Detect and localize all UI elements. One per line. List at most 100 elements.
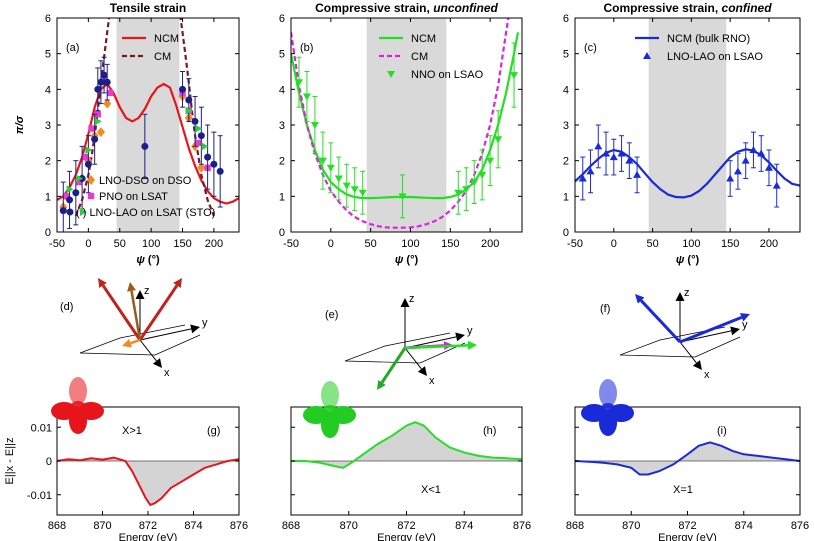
y-axis-head bbox=[190, 324, 200, 334]
z-axis-head bbox=[675, 292, 685, 301]
panel-title: Compressive strain, unconfined bbox=[315, 1, 498, 15]
data-point bbox=[141, 142, 149, 150]
x-axis-label-symbol: ψ bbox=[676, 254, 685, 266]
data-point bbox=[210, 160, 218, 168]
box-line bbox=[79, 324, 186, 354]
y-tick-label: 6 bbox=[45, 13, 51, 25]
data-point bbox=[103, 78, 111, 86]
y-tick-label: 3 bbox=[45, 120, 51, 132]
polarization-arrow-head bbox=[122, 338, 132, 348]
data-point bbox=[741, 156, 750, 164]
polarization-arrow-head bbox=[635, 294, 645, 304]
y-tick-label: 4 bbox=[45, 84, 51, 96]
panel-label: (b) bbox=[300, 42, 313, 54]
legend-marker bbox=[66, 208, 74, 216]
y-axis-head bbox=[730, 326, 740, 336]
data-point bbox=[302, 93, 311, 101]
data-point bbox=[75, 174, 83, 183]
panel-label: (h) bbox=[483, 425, 496, 437]
data-point bbox=[772, 181, 781, 189]
orbital-lobe bbox=[69, 377, 87, 405]
y-tick-label: 0 bbox=[46, 456, 52, 468]
orbital-e bbox=[303, 381, 356, 438]
spectrum-line bbox=[291, 421, 523, 469]
area-fill bbox=[57, 457, 239, 505]
x-axis-label: ψ (°) bbox=[136, 254, 160, 266]
polarization-arrow-head bbox=[127, 282, 136, 292]
y-tick-label: 1 bbox=[279, 191, 285, 203]
z-axis-head bbox=[135, 290, 145, 299]
polarization-arrow-head bbox=[98, 278, 107, 288]
legend-label: PNO on LSAT bbox=[99, 191, 168, 203]
y-tick-label: 3 bbox=[279, 120, 285, 132]
axis-letter-y: y bbox=[742, 319, 748, 331]
area-fill bbox=[575, 442, 800, 475]
data-point bbox=[84, 160, 92, 168]
x-axis-label: Energy (eV) bbox=[377, 532, 436, 541]
curve-ncm bbox=[57, 82, 239, 205]
orbital-core bbox=[599, 403, 617, 421]
axis-letter-x: x bbox=[164, 367, 170, 379]
y-axis-label: π/σ bbox=[14, 115, 26, 134]
x-tick-label: 100 bbox=[401, 238, 419, 250]
data-point bbox=[633, 170, 642, 178]
x-tick-label: 876 bbox=[791, 520, 809, 532]
y-tick-label: 0.01 bbox=[31, 422, 52, 434]
data-point bbox=[195, 124, 203, 133]
x-tick-label: 0 bbox=[611, 238, 617, 250]
panel-label: (e) bbox=[325, 309, 338, 321]
data-point bbox=[201, 142, 209, 151]
orbital-d bbox=[51, 377, 104, 434]
y-tick-label: 2 bbox=[563, 156, 569, 168]
shaded-region bbox=[116, 18, 180, 232]
x-tick-label: 0 bbox=[328, 238, 334, 250]
axis-letter-z: z bbox=[144, 285, 150, 297]
box-line bbox=[79, 334, 201, 356]
panel-title-italic: unconfined bbox=[433, 1, 498, 15]
x-tick-label: 874 bbox=[184, 520, 202, 532]
polarization-arrow bbox=[380, 347, 407, 384]
x-axis bbox=[404, 347, 422, 370]
x-tick-label: 874 bbox=[735, 520, 753, 532]
y-tick-label: 0 bbox=[563, 227, 569, 239]
y-axis bbox=[139, 328, 192, 341]
data-point bbox=[85, 145, 93, 154]
legend-marker bbox=[87, 175, 95, 185]
x-tick-label: 870 bbox=[93, 520, 111, 532]
data-point bbox=[578, 174, 587, 182]
data-point bbox=[97, 78, 105, 86]
y-axis-label: E||x - E||z bbox=[4, 438, 16, 485]
polarization-arrow-head bbox=[467, 340, 477, 350]
orbital-f bbox=[581, 379, 634, 436]
x-axis-label: ψ (°) bbox=[676, 254, 700, 266]
annotation-label: X>1 bbox=[122, 425, 142, 437]
data-point bbox=[733, 167, 742, 175]
x-axis bbox=[679, 341, 697, 364]
data-point bbox=[100, 71, 108, 79]
data-point bbox=[398, 193, 407, 201]
data-point bbox=[204, 153, 212, 161]
x-tick-label: 868 bbox=[282, 520, 300, 532]
data-point bbox=[625, 156, 634, 164]
polarization-arrow bbox=[101, 284, 142, 341]
curve-ncm bbox=[291, 32, 520, 200]
data-point bbox=[66, 185, 74, 194]
curve-cm bbox=[179, 18, 215, 217]
axis-letter-z: z bbox=[684, 287, 690, 299]
y-tick-label: 3 bbox=[563, 120, 569, 132]
x-tick-label: 872 bbox=[397, 520, 415, 532]
data-point bbox=[494, 136, 503, 144]
orbital-lobe bbox=[599, 379, 617, 407]
data-point bbox=[94, 111, 101, 118]
orbital-lobe bbox=[321, 381, 339, 409]
data-point bbox=[358, 189, 367, 197]
axis-letter-y: y bbox=[202, 317, 208, 329]
x-tick-label: 874 bbox=[455, 520, 473, 532]
data-point bbox=[63, 193, 70, 200]
legend-label: NNO on LSAO bbox=[411, 69, 484, 81]
x-tick-label: 50 bbox=[646, 238, 658, 250]
x-tick-label: -50 bbox=[567, 238, 583, 250]
y-tick-label: 0 bbox=[45, 227, 51, 239]
data-point bbox=[197, 162, 206, 173]
data-point bbox=[486, 157, 495, 165]
